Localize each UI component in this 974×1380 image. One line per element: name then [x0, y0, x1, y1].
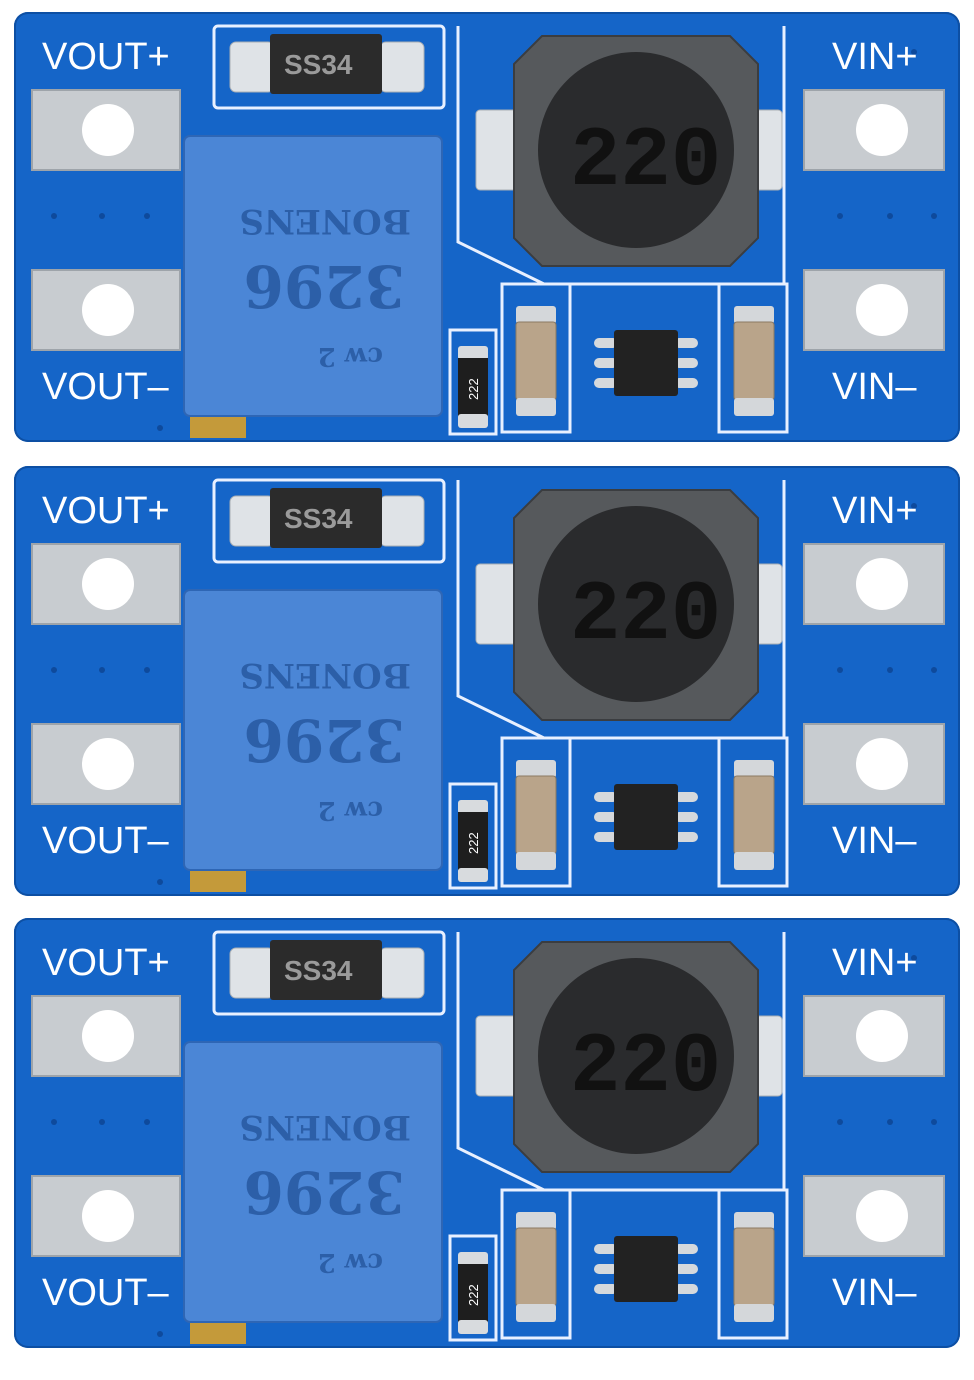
label-vin-plus: VIN+: [832, 36, 918, 78]
capacitor-left: [515, 1227, 557, 1307]
cap-outline-right: [717, 736, 789, 888]
hole-vout-plus: [82, 1010, 134, 1062]
pot-markings: cw 2 3296 BONENS: [239, 1107, 411, 1277]
inductor-core: [538, 506, 734, 702]
diode-solder-right: [379, 41, 425, 93]
pot-brand: BONENS: [239, 201, 411, 241]
boost-converter-board-1: SS34 cw 2 3296 BONENS 220: [14, 12, 960, 442]
diode-solder-left: [229, 495, 275, 547]
vias: [51, 49, 937, 431]
diode-body: [270, 488, 382, 548]
pcb-artwork: SS34 cw 2 3296 BONENS 220: [31, 478, 945, 892]
label-vin-minus: VIN–: [832, 366, 917, 408]
diode-solder-right: [379, 947, 425, 999]
hole-vin-minus: [856, 284, 908, 336]
label-vout-minus: VOUT–: [42, 366, 169, 408]
diode-marking: SS34: [284, 49, 353, 80]
hole-vin-plus: [856, 1010, 908, 1062]
inductor-marking: 220: [570, 115, 721, 210]
cap-outline-right: [717, 1188, 789, 1340]
resistor-marking: 222: [466, 378, 481, 400]
label-vout-plus: VOUT+: [42, 36, 170, 78]
pot-cw-marking: cw 2: [318, 795, 383, 825]
vias: [51, 503, 937, 885]
resistor-marking: 222: [466, 832, 481, 854]
label-vout-plus: VOUT+: [42, 942, 170, 984]
diode-outline: [212, 930, 446, 1016]
resistor-marking: 222: [466, 1284, 481, 1306]
label-vin-plus: VIN+: [832, 942, 918, 984]
pot-cw-marking: cw 2: [318, 1247, 383, 1277]
resistor-outline: [448, 1234, 498, 1342]
regulator-ic: [594, 330, 698, 396]
pot-brand: BONENS: [239, 655, 411, 695]
diode-solder-left: [229, 947, 275, 999]
pot-cw-marking: cw 2: [318, 341, 383, 371]
hole-vin-minus: [856, 738, 908, 790]
cap-outline-right: [717, 282, 789, 434]
hole-vout-minus: [82, 284, 134, 336]
pad-vin-minus: [803, 1175, 945, 1257]
boost-converter-board-3: SS34 cw 2 3296 BONENS 220: [14, 918, 960, 1348]
regulator-ic: [594, 784, 698, 850]
pot-model: 3296: [244, 706, 405, 774]
cap-outline-left: [500, 1188, 572, 1340]
inductor-marking: 220: [570, 569, 721, 664]
resistor-outline: [448, 782, 498, 890]
resistor-body: [458, 1264, 488, 1322]
resistor-body: [458, 358, 488, 416]
hole-vout-minus: [82, 738, 134, 790]
capacitor-right: [733, 321, 775, 401]
capacitor-left: [515, 775, 557, 855]
diode-marking: SS34: [284, 503, 353, 534]
diode-body: [270, 34, 382, 94]
inductor-core: [538, 958, 734, 1154]
resistor-body: [458, 812, 488, 870]
diode-outline: [212, 24, 446, 110]
inductor-core: [538, 52, 734, 248]
hole-vout-plus: [82, 104, 134, 156]
pot-model: 3296: [244, 252, 405, 320]
pad-vin-plus: [803, 543, 945, 625]
capacitor-right: [733, 775, 775, 855]
boost-converter-board-2: SS34 cw 2 3296 BONENS 220: [14, 466, 960, 896]
hole-vout-minus: [82, 1190, 134, 1242]
pot-markings: cw 2 3296 BONENS: [239, 201, 411, 371]
hole-vin-plus: [856, 558, 908, 610]
potentiometer-body: [183, 135, 443, 417]
capacitor-left: [515, 321, 557, 401]
vias: [51, 955, 937, 1337]
label-vin-plus: VIN+: [832, 490, 918, 532]
potentiometer-body: [183, 589, 443, 871]
label-vout-minus: VOUT–: [42, 1272, 169, 1314]
pcb-artwork: SS34 cw 2 3296 BONENS 220: [31, 930, 945, 1344]
cap-outline-left: [500, 282, 572, 434]
hole-vin-plus: [856, 104, 908, 156]
pcb-artwork: SS34 cw 2 3296 BONENS 220: [31, 24, 945, 438]
label-vout-plus: VOUT+: [42, 490, 170, 532]
capacitor-right: [733, 1227, 775, 1307]
potentiometer-body: [183, 1041, 443, 1323]
label-vout-minus: VOUT–: [42, 820, 169, 862]
pot-model: 3296: [244, 1158, 405, 1226]
hole-vin-minus: [856, 1190, 908, 1242]
label-vin-minus: VIN–: [832, 1272, 917, 1314]
pot-markings: cw 2 3296 BONENS: [239, 655, 411, 825]
label-vin-minus: VIN–: [832, 820, 917, 862]
diode-solder-left: [229, 41, 275, 93]
regulator-ic: [594, 1236, 698, 1302]
diode-solder-right: [379, 495, 425, 547]
inductor-marking: 220: [570, 1021, 721, 1116]
cap-outline-left: [500, 736, 572, 888]
pot-brand: BONENS: [239, 1107, 411, 1147]
diode-body: [270, 940, 382, 1000]
resistor-outline: [448, 328, 498, 436]
diode-outline: [212, 478, 446, 564]
hole-vout-plus: [82, 558, 134, 610]
diode-marking: SS34: [284, 955, 353, 986]
